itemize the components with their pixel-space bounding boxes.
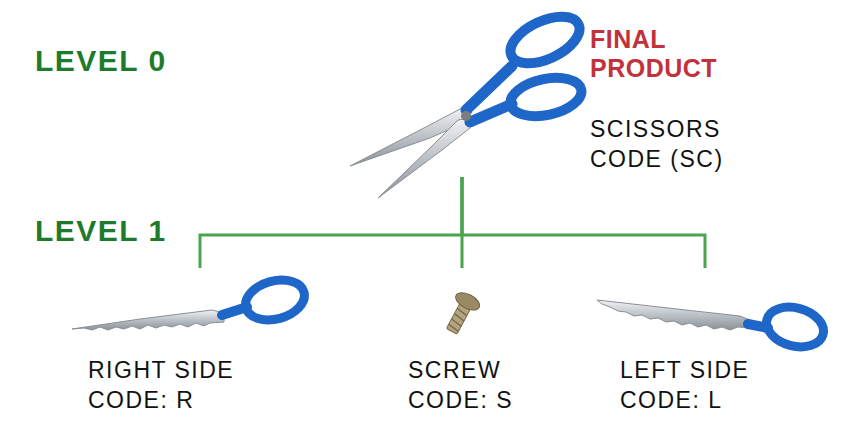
tree-connector: [200, 177, 462, 268]
left-side-picture: [597, 300, 828, 353]
label-holder: LEVEL 0: [35, 44, 167, 79]
product-heading: FINAL PRODUCT: [590, 25, 760, 83]
thread: [453, 314, 465, 321]
component: RIGHT SIDE CODE: R: [65, 268, 310, 418]
thread: [456, 308, 468, 315]
screw-head: [453, 289, 483, 314]
tree-connector: [462, 177, 705, 268]
part-label: SCREW CODE: S: [408, 356, 543, 416]
scissors-picture: [350, 7, 587, 198]
handle-loop: [503, 7, 586, 73]
screw-picture: [440, 289, 482, 337]
final-product: FINAL PRODUCT SCISSORS CODE (SC): [340, 5, 760, 177]
handle-loop: [241, 274, 309, 326]
blade: [72, 310, 224, 330]
component: SCREW CODE: S: [395, 268, 545, 418]
part-label: SCISSORS CODE (SC): [590, 115, 760, 175]
thread: [451, 319, 463, 326]
blade: [597, 300, 750, 330]
level-label: LEVEL 1: [35, 214, 167, 249]
handle-loop: [762, 301, 828, 353]
handle-loop: [507, 72, 585, 122]
component: LEFT SIDE CODE: L: [590, 268, 835, 418]
right-side-picture: [72, 274, 309, 330]
part-label: RIGHT SIDE CODE: R: [88, 356, 278, 416]
handle: [470, 104, 512, 122]
pivot-screw: [461, 111, 471, 121]
part-label: LEFT SIDE CODE: L: [620, 356, 800, 416]
label-holder: LEVEL 1: [35, 214, 167, 249]
thread: [448, 324, 460, 331]
level-label: LEVEL 0: [35, 44, 167, 79]
blade: [378, 118, 470, 198]
